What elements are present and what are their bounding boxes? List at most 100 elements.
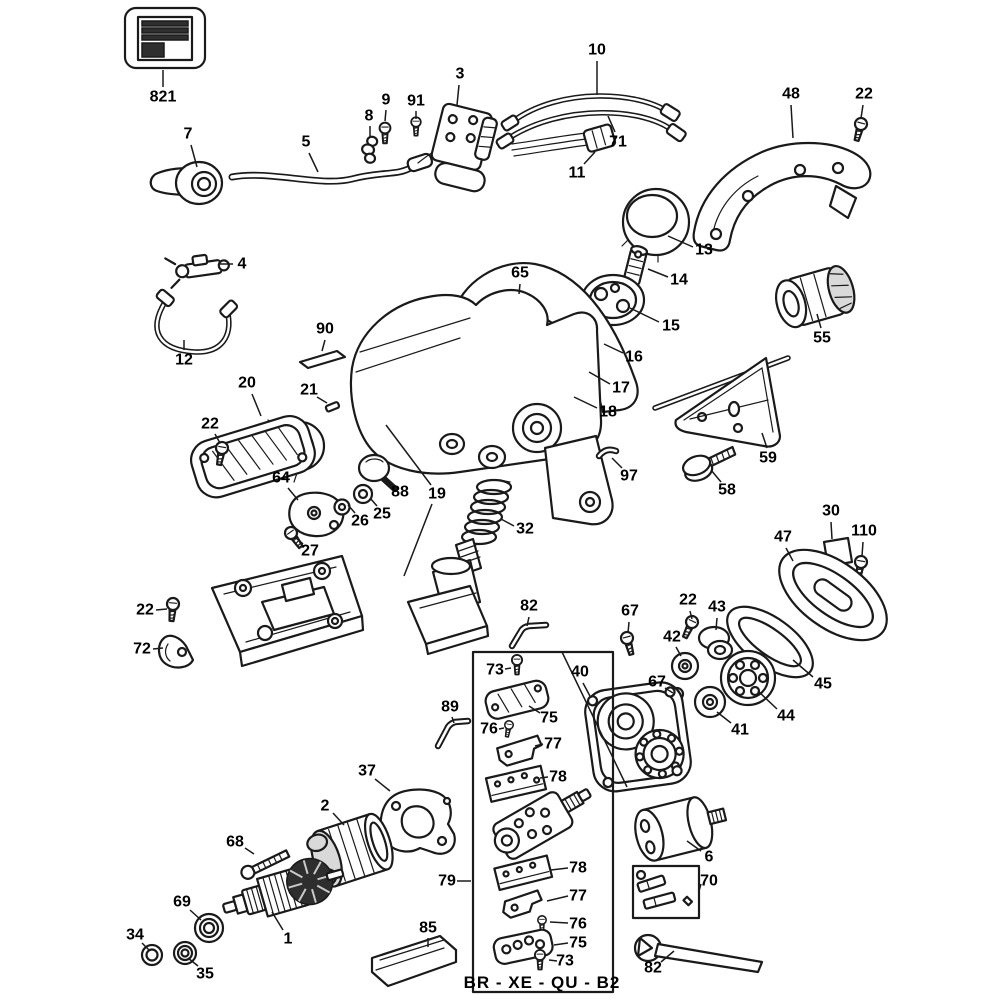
part-label-17: 17: [612, 380, 630, 397]
part-88-knob: [357, 453, 399, 493]
part-label-73: 73: [556, 953, 574, 970]
leader-line-72: [152, 647, 164, 650]
part-label-44: 44: [777, 708, 795, 725]
part-label-22: 22: [136, 602, 154, 619]
leader-line-22: [860, 104, 864, 119]
part-label-72: 72: [133, 641, 151, 658]
part-42-bearing: [670, 651, 700, 681]
part-5-power-cord: [228, 152, 434, 185]
leader-line-17: [588, 371, 611, 385]
part-cutter-drum: [492, 788, 592, 860]
part-97-clip: [595, 446, 620, 460]
part-label-10: 10: [588, 42, 606, 59]
part-label-19: 19: [428, 486, 446, 503]
part-22-screw-lower-left: [164, 596, 181, 623]
leader-line-59: [761, 432, 768, 449]
leader-line-26: [347, 504, 356, 514]
part-label-21: 21: [300, 382, 318, 399]
part-41-roller: [693, 685, 727, 719]
part-89-hex-key: [434, 717, 472, 750]
leader-line-27: [294, 536, 304, 545]
leader-line-77: [546, 895, 569, 902]
leader-line-32: [500, 518, 515, 527]
product-label-icon: [123, 6, 207, 70]
part-label-11: 11: [569, 165, 586, 182]
part-78-blade-top: [484, 764, 548, 803]
part-label-89: 89: [441, 699, 459, 716]
part-label-40: 40: [571, 664, 589, 681]
part-label-59: 59: [759, 450, 777, 467]
part-label-15: 15: [662, 318, 680, 335]
part-68-bolt: [240, 849, 291, 880]
part-label-78: 78: [549, 769, 567, 786]
part-34-ring: [140, 943, 164, 967]
part-label-90: 90: [316, 321, 334, 338]
leader-line-47: [785, 547, 794, 562]
part-label-76: 76: [569, 916, 587, 933]
part-label-47: 47: [774, 529, 792, 546]
leader-line-9: [384, 109, 387, 122]
part-sole-plate: [210, 554, 365, 668]
part-label-25: 25: [373, 506, 391, 523]
part-label-75: 75: [569, 935, 587, 952]
part-3-switch: [417, 102, 498, 193]
part-37-bracket: [379, 788, 456, 855]
leader-line-42: [675, 646, 682, 657]
leader-line-58: [710, 469, 722, 483]
leader-line-89: [451, 716, 455, 724]
part-label-82: 82: [520, 598, 538, 615]
part-label-75: 75: [540, 710, 558, 727]
part-label-9: 9: [382, 92, 391, 109]
leader-line-88: [384, 477, 394, 486]
part-label-22: 22: [201, 416, 219, 433]
leader-line-64: [287, 487, 299, 501]
part-label-67: 67: [648, 674, 666, 691]
part-label-110: 110: [851, 523, 877, 540]
part-label-55: 55: [813, 330, 831, 347]
part-label-88: 88: [391, 484, 409, 501]
leader-line-18: [573, 396, 598, 409]
leader-line-19: [385, 424, 432, 486]
part-label-37: 37: [358, 763, 376, 780]
part-label-22: 22: [679, 592, 697, 609]
part-25-spring-washer: [352, 483, 374, 505]
part-55-roller: [774, 264, 856, 329]
part-label-97: 97: [620, 468, 638, 485]
part-35-bearing: [172, 940, 198, 966]
leader-line-65: [518, 283, 521, 295]
part-label-73: 73: [486, 662, 504, 679]
part-40-gear-housing: [584, 681, 692, 793]
leader-line-44: [757, 690, 778, 710]
part-77-blade-clamp-top: [496, 734, 543, 767]
part-label-58: 58: [718, 482, 736, 499]
part-59-fence: [652, 355, 791, 448]
part-label-8: 8: [365, 108, 374, 125]
leader-line-35: [187, 957, 199, 967]
part-label-26: 26: [351, 513, 369, 530]
part-label-42: 42: [663, 629, 681, 646]
leader-line-6: [686, 840, 702, 852]
part-32-spring: [460, 478, 513, 546]
part-44-pulley-gear: [719, 649, 777, 707]
part-label-821: 821: [150, 89, 177, 106]
part-48-rear-handle: [692, 141, 872, 252]
part-11-connector: [511, 123, 617, 157]
leader-line-97: [611, 457, 623, 469]
part-1-armature: [222, 857, 345, 918]
part-47-belt-cover: [778, 548, 888, 642]
leader-line-110: [861, 541, 864, 557]
part-label-77: 77: [569, 888, 587, 905]
part-label-41: 41: [731, 722, 749, 739]
part-72-clip: [157, 634, 195, 669]
leader-line-2: [332, 812, 345, 826]
leader-line-40: [582, 682, 592, 699]
part-19-height-column: [406, 537, 490, 656]
part-label-22: 22: [855, 86, 873, 103]
leader-line-73: [548, 959, 558, 962]
part-82-wrench: [633, 933, 764, 974]
part-22-screw-mid-right: [678, 612, 702, 642]
part-79-kit-box: [471, 650, 628, 994]
leader-line-19: [403, 503, 433, 577]
leader-line-7: [190, 144, 198, 168]
